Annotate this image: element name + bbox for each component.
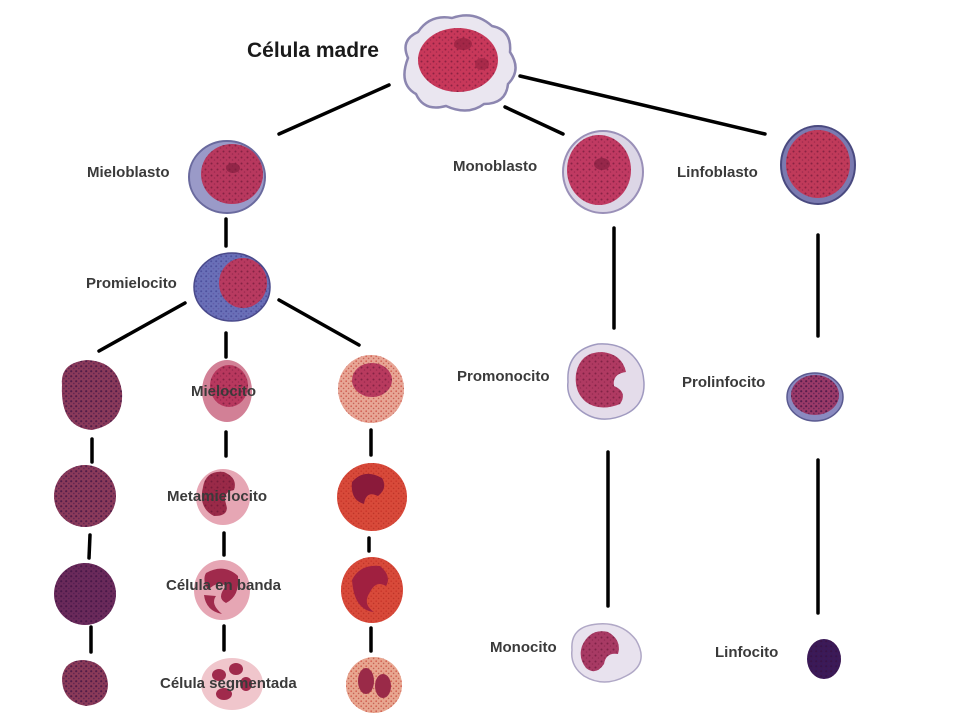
cell-col1-metamielocito [54, 465, 116, 527]
cell-linfoblasto [780, 125, 856, 205]
label-monoblasto: Monoblasto [453, 158, 538, 175]
cell-col3-metamielocito [337, 463, 407, 531]
label-mieloblasto: Mieloblasto [87, 164, 170, 181]
label-celula-segmentada: Célula segmentada [160, 675, 297, 692]
cell-celula-madre [403, 14, 517, 112]
cell-col3-mielocito [338, 355, 404, 423]
cell-col1-banda [54, 563, 116, 625]
label-linfoblasto: Linfoblasto [677, 164, 758, 181]
cell-prolinfocito [786, 372, 844, 422]
cell-col2-metamielocito [196, 469, 250, 525]
cell-linfocito [807, 639, 841, 679]
label-celula-en-banda: Célula en banda [166, 577, 282, 594]
label-metamielocito: Metamielocito [167, 488, 268, 505]
cell-mieloblasto [188, 140, 266, 214]
line-promielocito-right [277, 298, 361, 347]
label-promielocito: Promielocito [86, 275, 177, 292]
cell-col1-segmentada [62, 660, 108, 706]
cell-col2-mielocito [202, 360, 252, 422]
line-madre-mieloblasto [277, 83, 391, 136]
label-linfocito: Linfocito [715, 644, 779, 661]
label-prolinfocito: Prolinfocito [682, 374, 766, 391]
cell-col3-banda [341, 557, 403, 623]
cell-promonocito [567, 343, 645, 420]
cell-monoblasto [562, 130, 644, 214]
line-madre-linfoblasto [518, 74, 767, 136]
line-promielocito-left [97, 301, 187, 353]
cell-monocito [571, 623, 642, 683]
cell-col3-segmentada [346, 657, 402, 713]
label-promonocito: Promonocito [457, 368, 550, 385]
cell-col2-segmentada [201, 658, 263, 710]
line-col1-b [87, 533, 92, 560]
title-celula-madre: Célula madre [247, 39, 379, 62]
cell-col1-mielocito [61, 360, 123, 430]
label-monocito: Monocito [490, 639, 557, 656]
connector-lines [87, 74, 820, 654]
cell-col2-banda [194, 560, 250, 620]
line-madre-monoblasto [503, 105, 565, 136]
label-mielocito: Mielocito [191, 383, 257, 400]
cell-promielocito [193, 252, 271, 322]
